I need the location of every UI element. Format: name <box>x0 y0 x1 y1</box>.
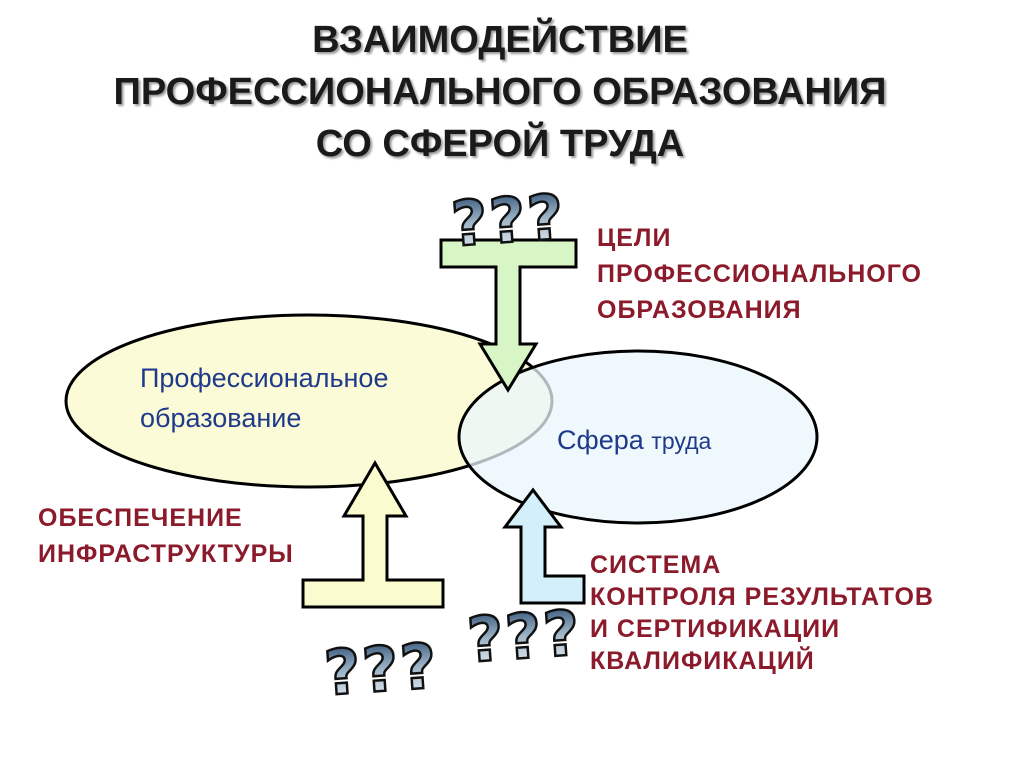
page-title: ВЗАИМОДЕЙСТВИЕ ПРОФЕССИОНАЛЬНОГО ОБРАЗОВ… <box>0 14 1000 170</box>
title-line-2: ПРОФЕССИОНАЛЬНОГО ОБРАЗОВАНИЯ <box>113 71 887 113</box>
infrastructure-arrow <box>301 460 445 609</box>
education-line-2: образование <box>140 403 302 433</box>
goals-label-line-1: ЦЕЛИ <box>597 224 672 252</box>
control-label: СИСТЕМА КОНТРОЛЯ РЕЗУЛЬТАТОВ И СЕРТИФИКА… <box>590 549 934 677</box>
question-marks-bottom-right-icon: ??? <box>465 596 584 677</box>
goals-arrow <box>439 238 578 393</box>
goals-label: ЦЕЛИ ПРОФЕССИОНАЛЬНОГО ОБРАЗОВАНИЯ <box>597 220 922 328</box>
goals-label-line-2: ПРОФЕССИОНАЛЬНОГО <box>597 260 923 288</box>
question-marks-bottom-left-icon: ??? <box>322 629 441 710</box>
infrastructure-label-line-2: ИНФРАСТРУКТУРЫ <box>38 540 294 568</box>
control-label-line-2: КОНТРОЛЯ РЕЗУЛЬТАТОВ <box>590 583 934 611</box>
title-line-1: ВЗАИМОДЕЙСТВИЕ <box>312 19 688 61</box>
goals-label-line-3: ОБРАЗОВАНИЯ <box>597 296 802 324</box>
education-ellipse-text: Профессиональное образование <box>140 358 388 438</box>
labor-word-1: Сфера <box>557 425 644 455</box>
labor-ellipse-text: Сфера труда <box>557 420 711 461</box>
control-label-line-1: СИСТЕМА <box>590 551 722 579</box>
labor-ellipse <box>457 349 819 525</box>
control-arrow <box>501 487 586 605</box>
control-label-line-4: КВАЛИФИКАЦИЙ <box>590 647 815 675</box>
control-label-line-3: И СЕРТИФИКАЦИИ <box>590 615 841 643</box>
labor-word-2: труда <box>651 428 712 454</box>
infrastructure-label: ОБЕСПЕЧЕНИЕ ИНФРАСТРУКТУРЫ <box>38 500 294 572</box>
education-line-1: Профессиональное <box>140 363 389 393</box>
question-marks-top-icon: ??? <box>449 180 568 261</box>
title-line-3: СО СФЕРОЙ ТРУДА <box>315 123 685 165</box>
infrastructure-label-line-1: ОБЕСПЕЧЕНИЕ <box>38 504 243 532</box>
